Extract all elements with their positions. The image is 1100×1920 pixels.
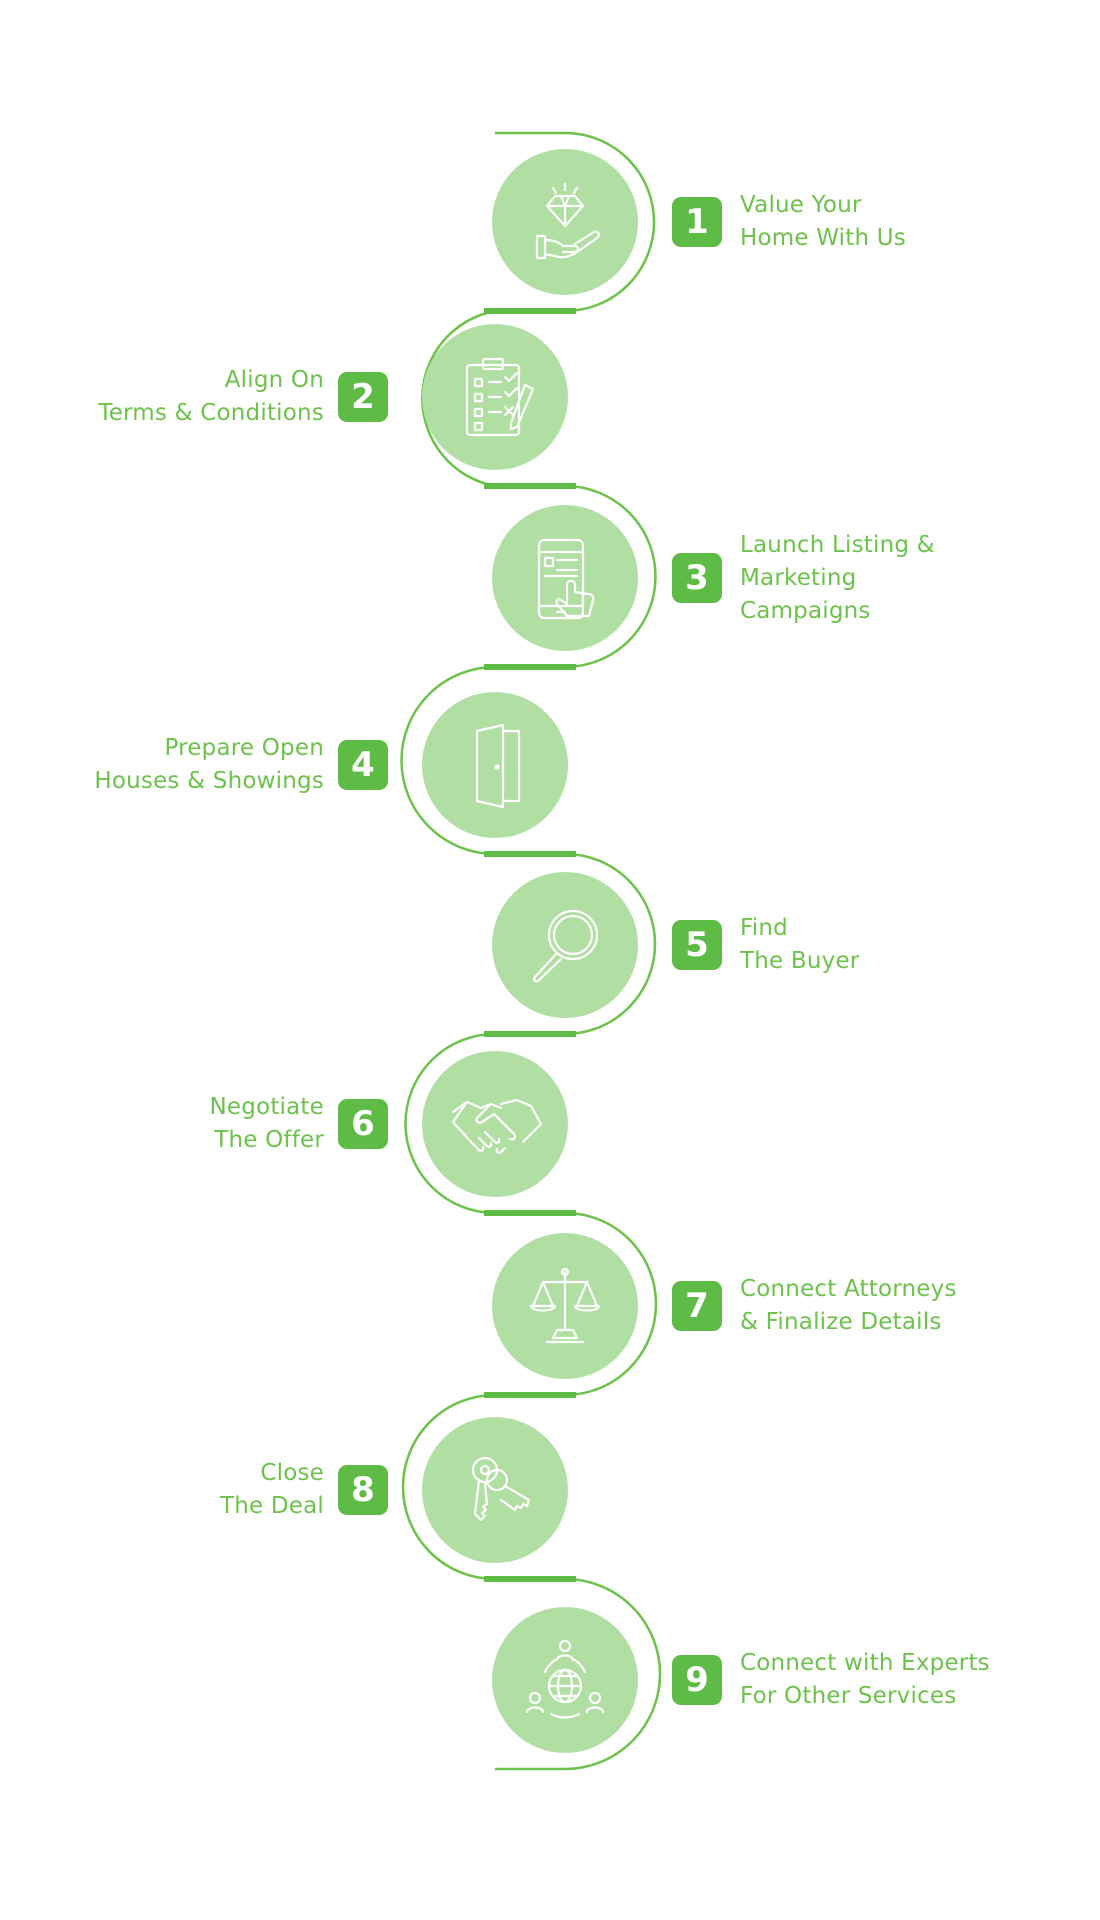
connector-bar bbox=[484, 308, 576, 314]
step-1-label-line: Value Your bbox=[740, 192, 862, 218]
connector-bar bbox=[484, 1210, 576, 1216]
step-9-circle bbox=[492, 1607, 638, 1753]
handshake-icon bbox=[451, 1098, 543, 1154]
step-7-label-line: & Finalize Details bbox=[740, 1309, 942, 1335]
scales-icon bbox=[529, 1267, 601, 1344]
step-3-label-line: Launch Listing & bbox=[740, 531, 935, 558]
diamond-hand-icon bbox=[535, 182, 600, 260]
step-1-circle bbox=[492, 149, 638, 295]
step-6-number-badge: 6 bbox=[338, 1099, 388, 1149]
globe-network-icon bbox=[525, 1639, 605, 1719]
step-6-label-line: Negotiate bbox=[209, 1094, 324, 1120]
step-8-number-badge: 8 bbox=[338, 1465, 388, 1515]
connector-bar bbox=[484, 1576, 576, 1582]
smartphone-tap-icon bbox=[537, 538, 595, 620]
step-1-number-badge: 1 bbox=[672, 197, 722, 247]
step-3-label-line: Marketing bbox=[740, 564, 857, 591]
step-5-label-line: Find bbox=[740, 915, 788, 941]
step-4-number-badge: 4 bbox=[338, 740, 388, 790]
step-4-circle bbox=[422, 692, 568, 838]
step-5-circle bbox=[492, 872, 638, 1018]
open-door-icon bbox=[475, 723, 521, 809]
step-3-label-line: Campaigns bbox=[740, 597, 871, 624]
step-2-label: Align On Terms & Conditions bbox=[98, 364, 324, 430]
step-3-number-badge: 3 bbox=[672, 553, 722, 603]
magnifier-icon bbox=[533, 909, 599, 983]
connector-bar bbox=[484, 1392, 576, 1398]
step-7-number-badge: 7 bbox=[672, 1281, 722, 1331]
step-4-label-line: Houses & Showings bbox=[94, 768, 324, 794]
step-3-circle bbox=[492, 505, 638, 651]
step-2-label-line: Terms & Conditions bbox=[98, 400, 324, 426]
connector-bar bbox=[484, 851, 576, 857]
step-9-number-badge: 9 bbox=[672, 1655, 722, 1705]
step-1-label-line: Home With Us bbox=[740, 225, 906, 251]
step-7-label: Connect Attorneys & Finalize Details bbox=[740, 1273, 957, 1339]
step-6-label-line: The Offer bbox=[214, 1127, 324, 1153]
connector-bar bbox=[484, 483, 576, 489]
step-5-number-badge: 5 bbox=[672, 920, 722, 970]
step-8-label-line: Close bbox=[260, 1460, 324, 1486]
step-2-circle bbox=[422, 324, 568, 470]
step-5-label-line: The Buyer bbox=[740, 948, 860, 974]
step-2-label-line: Align On bbox=[224, 367, 324, 393]
step-7-label-line: Connect Attorneys bbox=[740, 1276, 957, 1302]
keys-icon bbox=[471, 1456, 531, 1522]
step-8-circle bbox=[422, 1417, 568, 1563]
step-9-label-line: Connect with Experts bbox=[740, 1650, 990, 1676]
step-7-circle bbox=[492, 1233, 638, 1379]
connector-bar bbox=[484, 664, 576, 670]
step-4-label-line: Prepare Open bbox=[164, 735, 324, 761]
connector-bar bbox=[484, 1031, 576, 1037]
step-6-circle bbox=[422, 1051, 568, 1197]
step-9-label-line: For Other Services bbox=[740, 1683, 957, 1709]
clipboard-checklist-icon bbox=[465, 357, 535, 437]
step-8-label-line: The Deal bbox=[219, 1493, 324, 1519]
step-2-number-badge: 2 bbox=[338, 372, 388, 422]
